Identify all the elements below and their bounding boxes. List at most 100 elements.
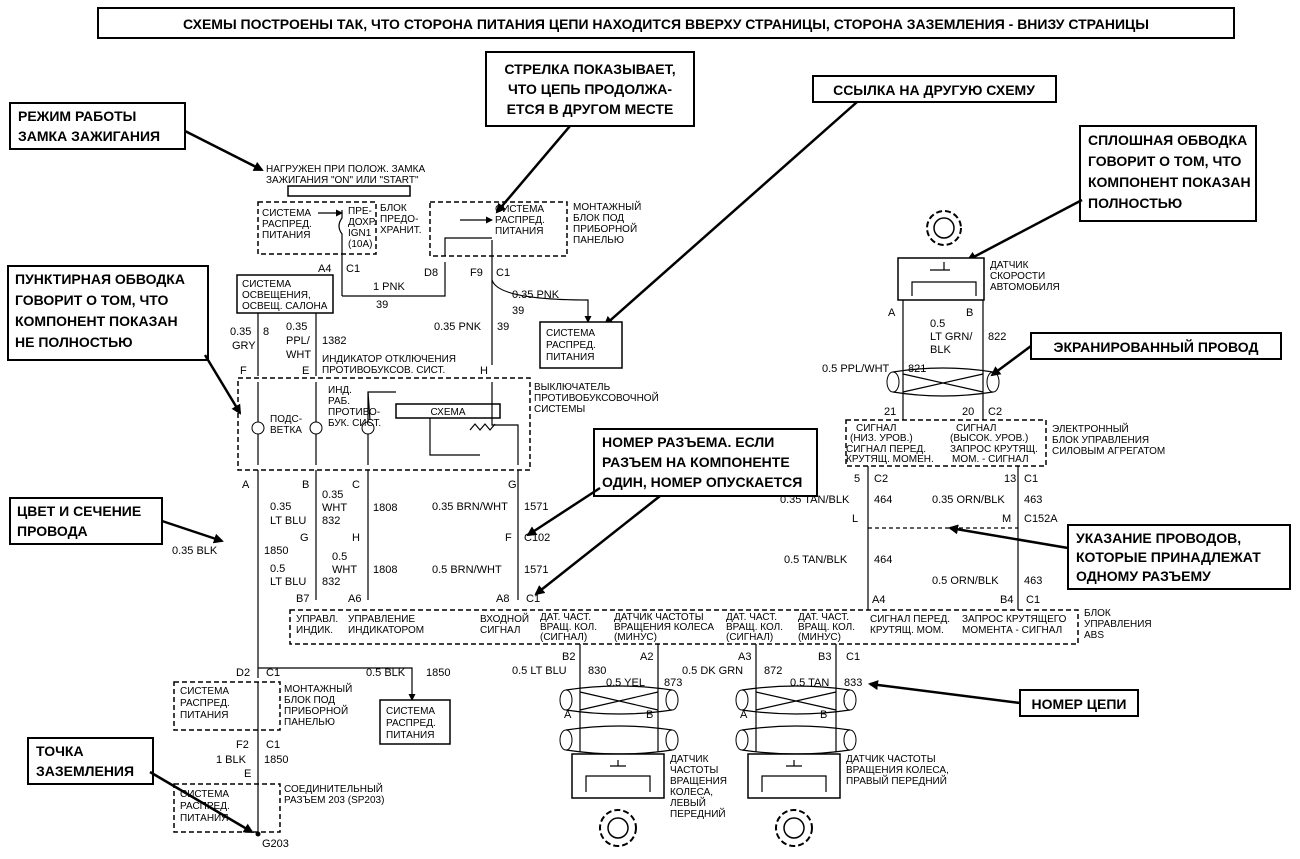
- svg-text:СИСТЕМА: СИСТЕМА: [495, 204, 544, 215]
- svg-text:1808: 1808: [373, 564, 397, 576]
- svg-text:872: 872: [764, 665, 782, 677]
- svg-text:C102: C102: [524, 532, 550, 544]
- callout-wires-one-connector: УКАЗАНИЕ ПРОВОДОВ, КОТОРЫЕ ПРИНАДЛЕЖАТ О…: [1067, 524, 1291, 590]
- svg-text:C1: C1: [266, 667, 280, 679]
- svg-text:LT BLU: LT BLU: [270, 576, 306, 588]
- svg-text:СИГНАЛ ПЕРЕД.: СИГНАЛ ПЕРЕД.: [846, 444, 926, 455]
- svg-text:УПРАВЛЕНИЕ: УПРАВЛЕНИЕ: [348, 614, 415, 625]
- svg-text:BLK: BLK: [930, 344, 951, 356]
- svg-text:0.35: 0.35: [322, 489, 343, 501]
- svg-text:F9: F9: [470, 267, 483, 279]
- svg-text:СПЛОШНАЯ ОБВОДКА: СПЛОШНАЯ ОБВОДКА: [1088, 132, 1247, 148]
- svg-text:13: 13: [1004, 473, 1016, 485]
- svg-text:H: H: [352, 532, 360, 544]
- svg-text:РАСПРЕД.: РАСПРЕД.: [262, 219, 312, 230]
- svg-text:0.35 BLK: 0.35 BLK: [172, 545, 218, 557]
- svg-text:ПРЕДО-: ПРЕДО-: [380, 214, 418, 225]
- fuse-symbol: [338, 210, 343, 254]
- svg-text:ТОЧКА: ТОЧКА: [36, 743, 84, 759]
- svg-text:ПЕРЕДНИЙ: ПЕРЕДНИЙ: [670, 807, 726, 820]
- svg-text:СИГНАЛ ПЕРЕД.: СИГНАЛ ПЕРЕД.: [870, 614, 950, 625]
- svg-text:РАЗЪЕМ 203 (SP203): РАЗЪЕМ 203 (SP203): [284, 795, 384, 806]
- callout-arrow-continues: СТРЕЛКА ПОКАЗЫВАЕТ, ЧТО ЦЕПЬ ПРОДОЛЖА- Е…: [485, 51, 695, 127]
- svg-text:МОНТАЖНЫЙ: МОНТАЖНЫЙ: [573, 200, 641, 213]
- svg-text:A: A: [740, 709, 748, 721]
- svg-text:0.5: 0.5: [930, 318, 945, 330]
- svg-text:20: 20: [962, 406, 974, 418]
- svg-text:830: 830: [588, 665, 606, 677]
- wheel-gear-left-icon: [599, 809, 637, 847]
- callout-link-other: ССЫЛКА НА ДРУГУЮ СХЕМУ: [812, 75, 1057, 103]
- svg-text:1 PNK: 1 PNK: [373, 281, 405, 293]
- svg-text:ОСВЕЩЕНИЯ,: ОСВЕЩЕНИЯ,: [242, 290, 311, 301]
- svg-text:РАБ.: РАБ.: [328, 396, 350, 407]
- svg-text:КОЛЕСА,: КОЛЕСА,: [670, 787, 713, 798]
- svg-text:РАСПРЕД.: РАСПРЕД.: [546, 340, 596, 351]
- svg-text:КРУТЯЩ. МОМЕН.: КРУТЯЩ. МОМЕН.: [846, 454, 934, 465]
- svg-text:1571: 1571: [524, 564, 548, 576]
- dash-block-top: [429, 201, 568, 257]
- svg-text:ПИТАНИЯ: ПИТАНИЯ: [180, 710, 228, 721]
- svg-text:1571: 1571: [524, 501, 548, 513]
- svg-text:(МИНУС): (МИНУС): [614, 632, 657, 643]
- svg-text:СХЕМА: СХЕМА: [431, 407, 466, 418]
- svg-text:ПРАВЫЙ ПЕРЕДНИЙ: ПРАВЫЙ ПЕРЕДНИЙ: [846, 774, 947, 787]
- svg-text:LT GRN/: LT GRN/: [930, 331, 973, 343]
- svg-text:1 BLK: 1 BLK: [216, 754, 247, 766]
- svg-text:C1: C1: [496, 267, 510, 279]
- svg-text:НОМЕР РАЗЪЕМА. ЕСЛИ: НОМЕР РАЗЪЕМА. ЕСЛИ: [602, 434, 774, 450]
- svg-text:АВТОМОБИЛЯ: АВТОМОБИЛЯ: [990, 282, 1060, 293]
- svg-text:КОТОРЫЕ ПРИНАДЛЕЖАТ: КОТОРЫЕ ПРИНАДЛЕЖАТ: [1076, 549, 1261, 565]
- svg-text:МОНТАЖНЫЙ: МОНТАЖНЫЙ: [284, 682, 352, 695]
- svg-text:B3: B3: [818, 651, 831, 663]
- svg-text:ПИТАНИЯ: ПИТАНИЯ: [495, 226, 543, 237]
- svg-text:ОСВЕЩ. САЛОНА: ОСВЕЩ. САЛОНА: [242, 301, 328, 312]
- svg-text:IGN1: IGN1: [348, 228, 372, 239]
- svg-text:0.5 LT BLU: 0.5 LT BLU: [512, 665, 567, 677]
- svg-text:463: 463: [1024, 494, 1042, 506]
- svg-text:УПРАВЛЕНИЯ: УПРАВЛЕНИЯ: [1084, 619, 1152, 630]
- ignition-arrow: [184, 129, 264, 172]
- svg-text:C2: C2: [988, 406, 1002, 418]
- svg-text:ХРАНИТ.: ХРАНИТ.: [380, 225, 422, 236]
- svg-text:ОДИН, НОМЕР ОПУСКАЕТСЯ: ОДИН, НОМЕР ОПУСКАЕТСЯ: [602, 474, 802, 490]
- svg-text:1850: 1850: [264, 545, 288, 557]
- svg-text:B7: B7: [296, 593, 309, 605]
- svg-text:464: 464: [874, 554, 892, 566]
- twist-right: [735, 685, 857, 755]
- svg-text:ЭКРАНИРОВАННЫЙ ПРОВОД: ЭКРАНИРОВАННЫЙ ПРОВОД: [1054, 338, 1259, 355]
- svg-text:39: 39: [512, 305, 524, 317]
- svg-text:ПРОТИВО-: ПРОТИВО-: [328, 407, 380, 418]
- svg-text:WHT: WHT: [322, 502, 347, 514]
- svg-text:0.35: 0.35: [286, 321, 307, 333]
- svg-text:0.35: 0.35: [230, 326, 251, 338]
- svg-text:ПОДС-: ПОДС-: [270, 414, 302, 425]
- svg-text:ЗАЗЕМЛЕНИЯ: ЗАЗЕМЛЕНИЯ: [36, 763, 134, 779]
- schema-box: [395, 403, 501, 419]
- abs-control-block: [289, 609, 1079, 645]
- svg-text:B: B: [646, 709, 653, 721]
- svg-text:873: 873: [664, 677, 682, 689]
- svg-text:БУК. СИСТ.: БУК. СИСТ.: [328, 418, 381, 429]
- svg-text:C1: C1: [1024, 473, 1038, 485]
- svg-text:СИСТЕМЫ: СИСТЕМЫ: [534, 404, 585, 415]
- svg-text:ГОВОРИТ О ТОМ, ЧТО: ГОВОРИТ О ТОМ, ЧТО: [1088, 153, 1241, 169]
- svg-text:464: 464: [874, 494, 892, 506]
- svg-text:СИСТЕМА: СИСТЕМА: [242, 279, 291, 290]
- svg-text:ВРАЩ. КОЛ.: ВРАЩ. КОЛ.: [540, 622, 597, 633]
- svg-text:A4: A4: [872, 594, 885, 606]
- svg-text:ВХОДНОЙ: ВХОДНОЙ: [480, 612, 529, 625]
- svg-text:C1: C1: [526, 593, 540, 605]
- svg-text:БЛОК ПОД: БЛОК ПОД: [284, 695, 335, 706]
- pcm-box: [845, 419, 1047, 467]
- svg-text:D2: D2: [236, 667, 250, 679]
- svg-text:РАСПРЕД.: РАСПРЕД.: [180, 801, 230, 812]
- callout-solid-outline: СПЛОШНАЯ ОБВОДКА ГОВОРИТ О ТОМ, ЧТО КОМП…: [1079, 125, 1257, 222]
- backlight-bulb: [251, 421, 265, 435]
- svg-text:ПРОВОДА: ПРОВОДА: [17, 523, 88, 539]
- svg-text:ДАТ. ЧАСТ.: ДАТ. ЧАСТ.: [726, 612, 777, 623]
- svg-text:БЛОК ПОД: БЛОК ПОД: [573, 213, 624, 224]
- svg-text:0.35 BRN/WHT: 0.35 BRN/WHT: [432, 501, 508, 513]
- callout-ground-point: ТОЧКА ЗАЗЕМЛЕНИЯ: [27, 737, 154, 785]
